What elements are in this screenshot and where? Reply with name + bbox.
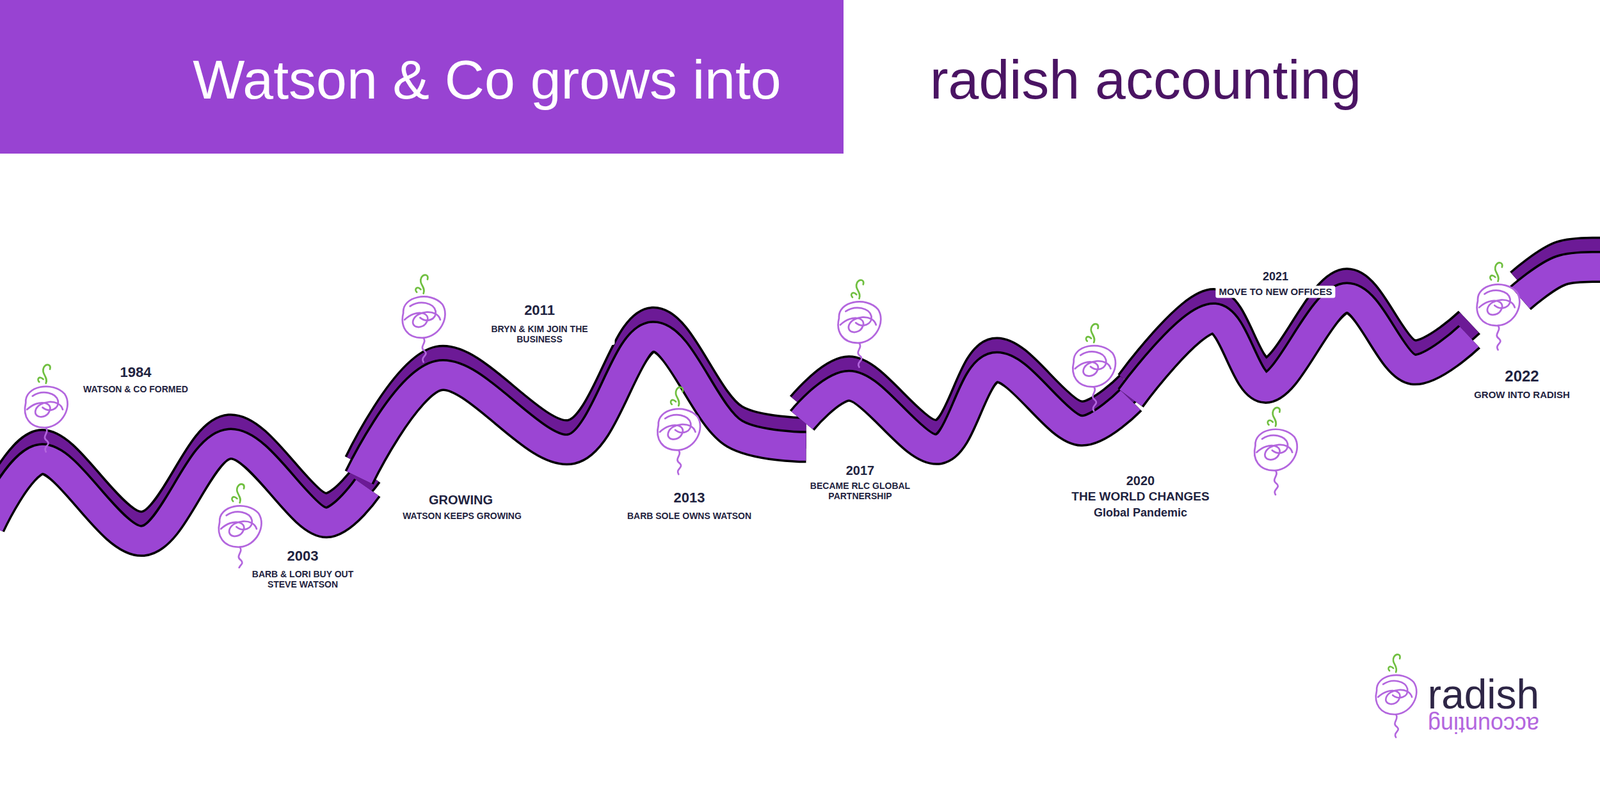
radish-stroke: [1383, 680, 1408, 698]
radish-stroke: [415, 288, 421, 293]
radish-stroke: [422, 337, 427, 363]
year: 2021: [1259, 269, 1292, 285]
radish-stroke: [1274, 470, 1279, 495]
radish-stroke: [1092, 386, 1097, 411]
event: GROW INTO RADISH: [1470, 388, 1574, 401]
ribbon-face: [359, 336, 806, 478]
ribbon: [0, 252, 1600, 541]
ribbon-segment: [0, 429, 368, 541]
radish-stroke: [231, 496, 237, 502]
radish-icon: [1477, 262, 1520, 350]
radish-stroke: [657, 408, 701, 450]
radish-stroke: [1376, 675, 1417, 715]
radish-icon: [657, 387, 701, 475]
event: WATSON KEEPS GROWING: [399, 510, 525, 522]
radish-stroke: [675, 387, 683, 406]
radish-stroke: [1484, 290, 1511, 309]
radish-stroke: [410, 302, 436, 321]
event: THE WORLD CHANGES: [1068, 488, 1213, 505]
radish-stroke: [1489, 275, 1496, 280]
radish-stroke: [1272, 407, 1280, 427]
year: 1984: [117, 363, 155, 381]
radish-stroke: [838, 301, 882, 343]
year: 2020: [1123, 472, 1159, 489]
radish-stroke: [1393, 654, 1401, 673]
radish-stroke: [226, 512, 253, 530]
radish-stroke: [402, 296, 446, 338]
radish-stroke: [670, 400, 676, 405]
radish-stroke: [238, 547, 243, 572]
radish-stroke: [1477, 284, 1520, 326]
ribbon-face: [1130, 298, 1470, 399]
ribbon-edge: [801, 367, 1131, 450]
radish-icon: [1254, 407, 1298, 495]
ribbon-face: [801, 367, 1131, 450]
ribbon-edge: [359, 336, 806, 478]
year: 2013: [670, 488, 709, 507]
year: 2011: [520, 301, 559, 319]
radish-stroke: [1394, 714, 1398, 738]
event: WATSON & CO FORMED: [80, 383, 192, 395]
radish-stroke: [1267, 420, 1273, 425]
radish-stroke: [845, 307, 872, 326]
radish-icon: [402, 275, 446, 363]
radish-stroke: [664, 414, 691, 433]
radish-stroke: [851, 293, 857, 298]
radish-stroke: [1080, 351, 1106, 370]
radish-stroke: [677, 449, 681, 475]
year: 2003: [284, 547, 322, 565]
ribbon-face: [1520, 266, 1600, 299]
radish-stroke: [24, 386, 68, 428]
ribbon-segment: [1130, 283, 1470, 399]
radish-stroke: [1086, 336, 1092, 342]
logo-word: accounting: [1427, 711, 1540, 738]
radish-icon: [24, 364, 68, 452]
radish-stroke: [1262, 435, 1288, 454]
ribbon-edge: [1130, 298, 1470, 399]
radish-icon: [1376, 654, 1417, 738]
title: Watson & Co grows into: [192, 48, 781, 112]
ribbon-edge: [1520, 266, 1600, 299]
year: GROWING: [425, 492, 496, 509]
radish-stroke: [1388, 666, 1394, 672]
event: BARB & LORI BUY OUT STEVE WATSON: [235, 568, 370, 591]
radish-stroke: [236, 483, 244, 503]
subtitle: radish accounting: [929, 48, 1362, 112]
radish-stroke: [38, 377, 44, 383]
event: BECAME RLC GLOBAL PARTNERSHIP: [802, 480, 918, 502]
radish-icon: [1072, 323, 1116, 411]
ribbon-edge: [0, 443, 368, 541]
title-band: [0, 0, 844, 154]
radish-stroke: [1254, 429, 1298, 471]
radish-stroke: [1495, 262, 1503, 281]
radish-stroke: [42, 364, 50, 384]
ribbon-face: [0, 443, 368, 541]
ribbon-segment: [1520, 252, 1600, 299]
radish-stroke: [1496, 325, 1501, 351]
event: BARB SOLE OWNS WATSON: [624, 510, 755, 522]
radish-stroke: [218, 505, 262, 547]
radish-stroke: [1072, 345, 1116, 387]
event: BRYN & KIM JOIN THE BUSINESS: [464, 323, 616, 345]
radish-stroke: [420, 275, 428, 294]
radish-stroke: [32, 392, 59, 411]
year: 2022: [1501, 366, 1542, 386]
radish-stroke: [858, 343, 863, 368]
radish-icon: [838, 280, 882, 368]
radish-icon: [218, 483, 262, 571]
radish-stroke: [44, 427, 49, 452]
year: 2017: [842, 462, 879, 479]
event: MOVE TO NEW OFFICES: [1215, 285, 1336, 298]
ribbon-segment: [359, 322, 806, 478]
radish-stroke: [856, 280, 864, 299]
ribbon-segment: [801, 352, 1131, 449]
radish-stroke: [1091, 323, 1099, 343]
event-detail: Global Pandemic: [1090, 505, 1191, 521]
